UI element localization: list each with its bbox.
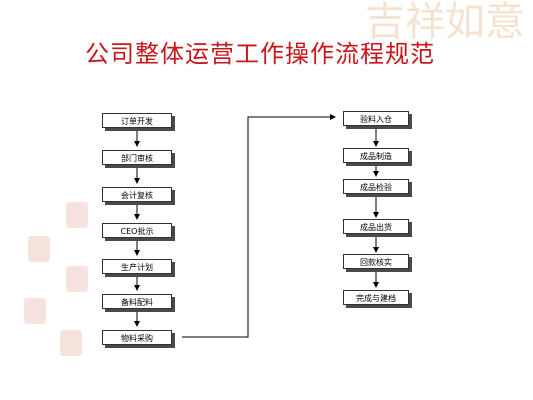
decorative-stamp <box>66 266 88 292</box>
watermark-calligraphy: 吉祥如意 <box>365 0 525 45</box>
step-box-material-prep: 备料配料 <box>102 294 172 309</box>
decorative-stamp <box>66 202 88 228</box>
step-box-product-shipment: 成品出货 <box>343 219 409 234</box>
decorative-stamp <box>24 298 46 324</box>
step-box-accounting-check: 会计复核 <box>102 187 172 202</box>
step-box-department-review: 部门审核 <box>102 150 172 165</box>
step-box-ceo-approval: CEO批示 <box>102 223 172 238</box>
page-title: 公司整体运营工作操作流程规范 <box>85 40 435 68</box>
step-box-payment-verification: 回款核实 <box>343 254 409 269</box>
step-box-material-warehousing: 验料入仓 <box>343 111 409 126</box>
decorative-stamp <box>28 236 50 262</box>
step-box-product-manufacturing: 成品制造 <box>343 148 409 163</box>
step-box-order-development: 订单开发 <box>102 113 172 128</box>
step-box-production-plan: 生产计划 <box>102 259 172 274</box>
decorative-stamp <box>60 330 82 356</box>
step-box-product-inspection: 成品检验 <box>343 179 409 194</box>
step-box-completion-filing: 完成与建档 <box>343 290 409 305</box>
cross-column-connector <box>182 114 336 338</box>
step-box-material-purchase: 物料采购 <box>102 330 172 345</box>
